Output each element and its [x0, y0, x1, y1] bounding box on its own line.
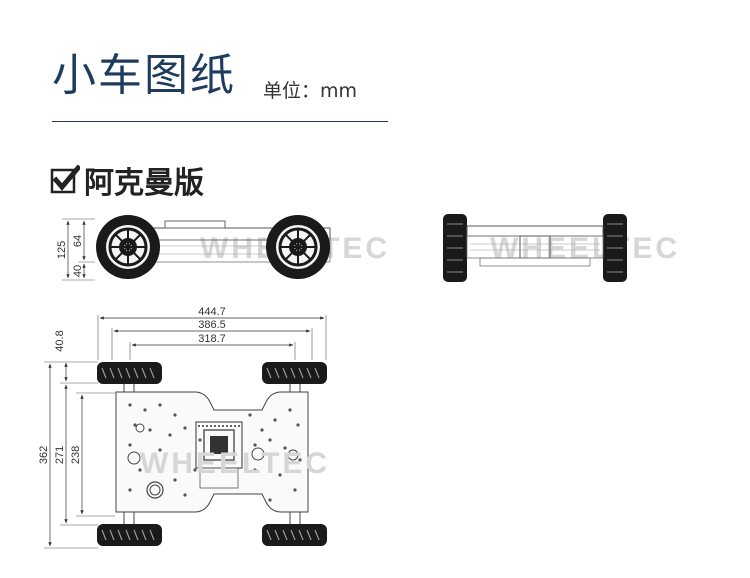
dim-chassis-length: 238 [70, 446, 82, 464]
top-view: 444.7 386.5 318.7 362 40.8 271 238 [38, 306, 330, 549]
side-view: WHEELTEC [56, 215, 387, 281]
front-chassis-bottom [479, 257, 591, 267]
axle-housing-rr [289, 511, 301, 526]
top-wheel-front-left [97, 362, 162, 384]
dim-overall-length: 362 [38, 446, 50, 464]
front-wheel-left [443, 214, 467, 282]
dim-overall-width: 444.7 [198, 306, 226, 318]
top-wheel-front-right [262, 362, 327, 384]
top-wheel-rear-right [262, 524, 327, 546]
section-header: 阿克曼版 [50, 160, 204, 201]
top-mounting-holes [128, 403, 302, 502]
section-title: 阿克曼版 [84, 166, 204, 201]
side-wheel-rear [266, 215, 330, 279]
side-dimensions: 125 64 40 [56, 218, 95, 281]
dim-track-width: 386.5 [198, 319, 226, 331]
axle-housing-rl [123, 511, 135, 526]
top-horizontal-dimensions: 444.7 386.5 318.7 [97, 306, 327, 360]
dim-inner-width: 318.7 [198, 333, 226, 345]
top-vertical-dimensions: 362 40.8 271 238 [38, 330, 115, 549]
watermark: WHEELTEC [140, 447, 330, 480]
dim-lower-height: 40 [72, 265, 84, 277]
dim-wheelbase: 271 [54, 446, 66, 464]
dim-wheel-offset: 40.8 [54, 330, 66, 351]
side-chassis-upper [164, 220, 226, 229]
front-view: WHEELTEC [443, 214, 680, 282]
side-wheel-front [96, 215, 160, 279]
top-wheel-rear-left [97, 524, 162, 546]
checkbox-check-icon [50, 165, 80, 194]
top-controller-board [195, 421, 243, 489]
front-wheel-right [603, 214, 627, 282]
dim-upper-height: 64 [72, 235, 84, 247]
dim-total-height: 125 [56, 241, 68, 259]
unit-label: 单位：mm [263, 80, 358, 102]
title-underline [52, 121, 388, 122]
watermark: WHEELTEC [490, 232, 680, 265]
page-title: 小车图纸 [52, 50, 236, 101]
